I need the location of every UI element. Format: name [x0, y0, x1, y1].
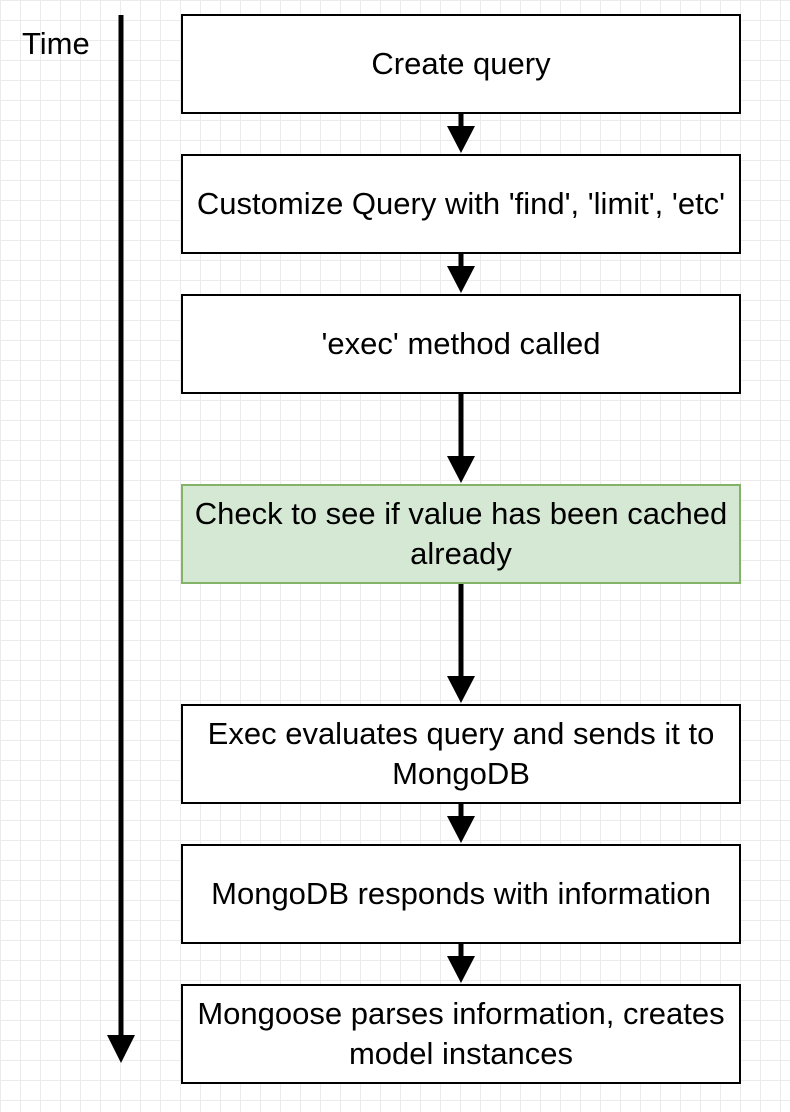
time-axis-arrowhead — [107, 1035, 135, 1063]
arrowhead-3-to-4 — [447, 456, 475, 483]
step-customize-query: Customize Query with 'find', 'limit', 'e… — [181, 154, 741, 254]
step-mongoose-parses: Mongoose parses information, creates mod… — [181, 984, 741, 1084]
step-check-cache: Check to see if value has been cached al… — [181, 484, 741, 584]
step-label: Check to see if value has been cached al… — [194, 496, 728, 571]
step-exec-evaluates: Exec evaluates query and sends it to Mon… — [181, 704, 741, 804]
arrowhead-2-to-3 — [447, 266, 475, 293]
step-create-query: Create query — [181, 14, 741, 114]
step-label: Create query — [371, 46, 551, 81]
step-exec-called: 'exec' method called — [181, 294, 741, 394]
step-label: 'exec' method called — [321, 326, 601, 361]
arrowhead-6-to-7 — [447, 956, 475, 983]
step-label: Exec evaluates query and sends it to Mon… — [207, 716, 715, 791]
step-label: Customize Query with 'find', 'limit', 'e… — [196, 186, 726, 221]
step-label: MongoDB responds with information — [211, 876, 711, 911]
arrowhead-5-to-6 — [447, 816, 475, 843]
arrowhead-4-to-5 — [447, 676, 475, 703]
arrowhead-1-to-2 — [447, 126, 475, 153]
step-label: Mongoose parses information, creates mod… — [197, 996, 725, 1071]
time-axis-label: Time — [22, 26, 90, 61]
step-mongodb-responds: MongoDB responds with information — [181, 844, 741, 944]
